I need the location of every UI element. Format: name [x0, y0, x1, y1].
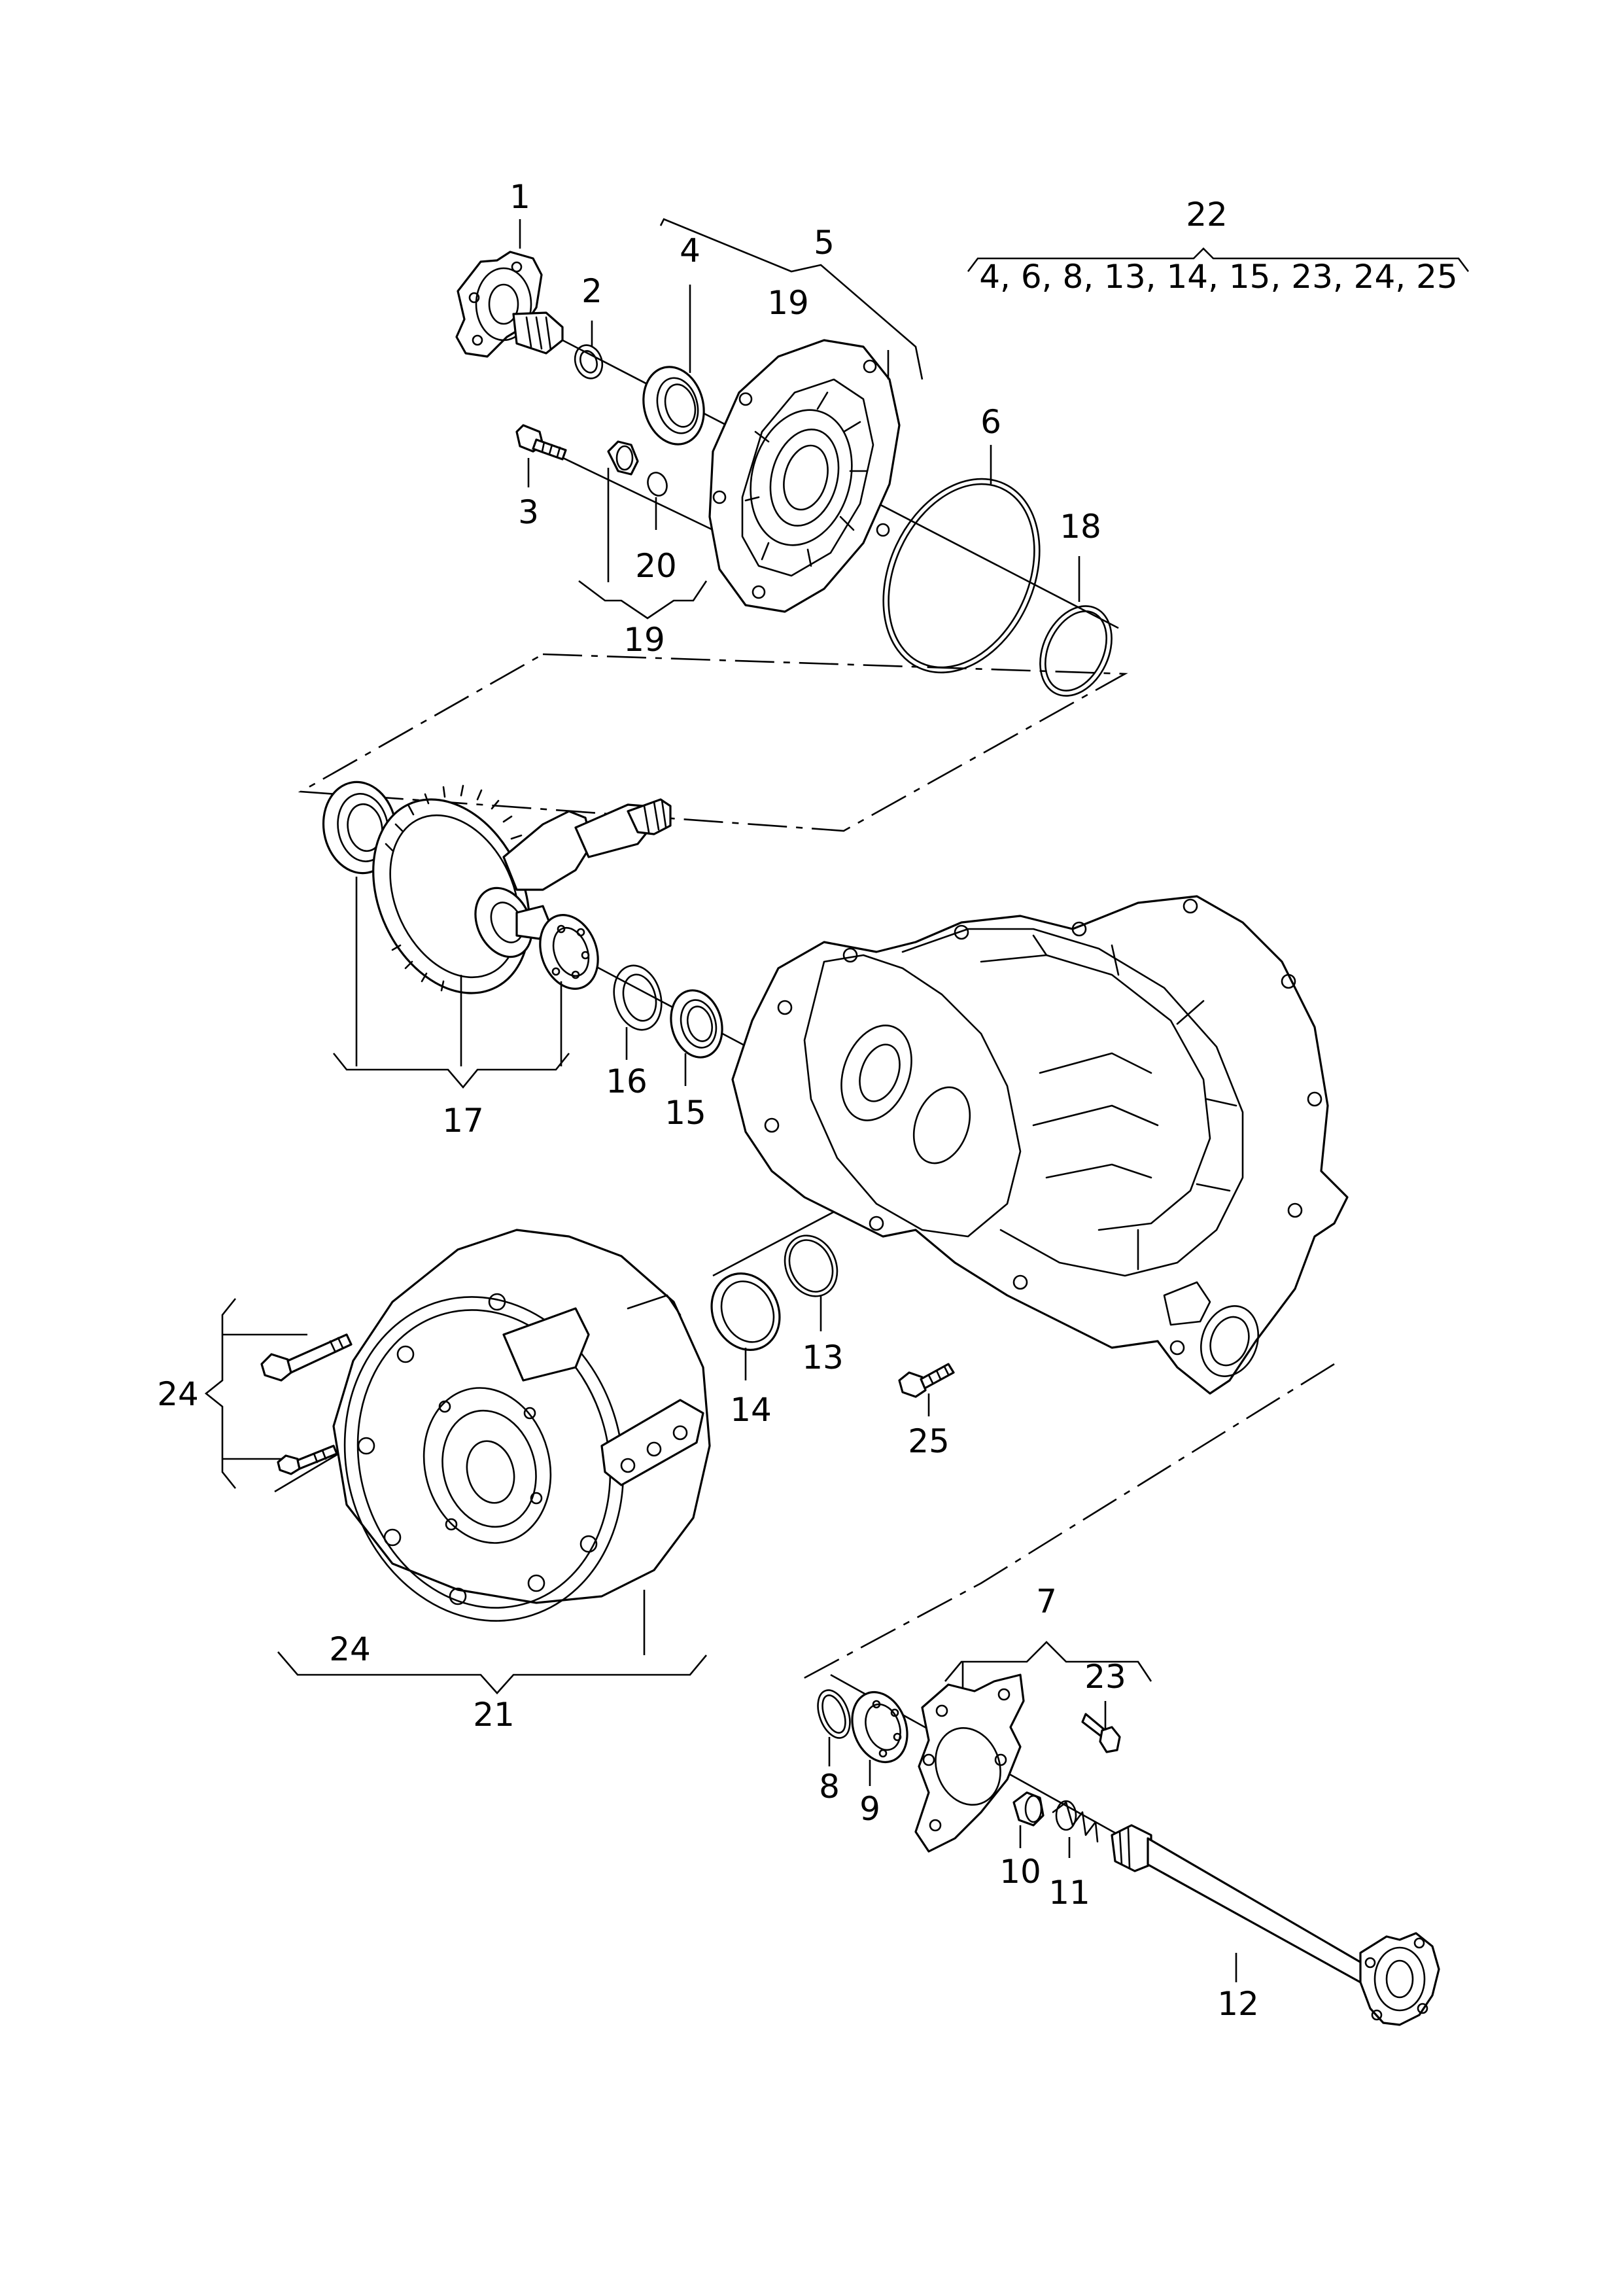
- label-17: 17: [442, 1102, 484, 1140]
- label-7: 7: [1036, 1583, 1057, 1621]
- part-12-drive-shaft: [1111, 1824, 1440, 2026]
- part-13-circlip: [784, 1235, 838, 1297]
- label-14: 14: [730, 1391, 772, 1429]
- label-4: 4: [680, 232, 700, 270]
- label-8: 8: [819, 1768, 840, 1806]
- group-frames: [298, 653, 1335, 1683]
- part-11-spring: [1052, 1800, 1099, 1843]
- part-24-bolts: [260, 1333, 353, 1475]
- part-25-bolt: [898, 1363, 955, 1398]
- part-3-bolt: [515, 424, 567, 461]
- label-18: 18: [1060, 508, 1101, 546]
- part-14-seal: [710, 1272, 781, 1351]
- label-23: 23: [1084, 1658, 1126, 1696]
- part-10-plug: [1012, 1791, 1045, 1827]
- label-10: 10: [999, 1853, 1041, 1891]
- label-24-bottom: 24: [329, 1630, 371, 1668]
- part-15-seal: [670, 989, 723, 1059]
- leader-lines: [204, 218, 1470, 1982]
- part-7-bearing-plate: [914, 1673, 1025, 1853]
- part-4-seal-ring: [642, 366, 705, 446]
- label-1: 1: [510, 178, 530, 216]
- part-20-plug-ring: [607, 440, 668, 497]
- part-18-circlip: [1039, 605, 1113, 697]
- part-1-flange-shaft: [455, 251, 564, 358]
- label-11: 11: [1048, 1874, 1090, 1912]
- label-3: 3: [518, 493, 539, 531]
- label-25: 25: [908, 1422, 950, 1460]
- label-21: 21: [473, 1696, 515, 1734]
- part-6-o-ring: [882, 478, 1041, 674]
- label-22: 22: [1186, 196, 1228, 234]
- label-24-left: 24: [157, 1375, 199, 1413]
- transmission-housing: [731, 895, 1349, 1395]
- label-19-upper: 19: [767, 284, 809, 322]
- part-19-drive-cover: [708, 339, 901, 613]
- part-23-bolt: [1081, 1713, 1121, 1753]
- part-16-shim: [613, 964, 663, 1031]
- label-13: 13: [802, 1339, 844, 1376]
- label-15: 15: [665, 1094, 706, 1132]
- label-2: 2: [581, 272, 602, 310]
- label-5: 5: [814, 224, 835, 262]
- label-16: 16: [606, 1062, 648, 1100]
- callout-labels: 1 2 3 4 5 19 6 18 20 19 22 4, 6, 8, 13, …: [157, 178, 1458, 2023]
- label-6: 6: [980, 403, 1001, 441]
- label-12: 12: [1217, 1985, 1259, 2023]
- part-8-circlip: [817, 1689, 851, 1739]
- part-2-circlip: [574, 344, 604, 379]
- label-19-lower: 19: [623, 621, 665, 659]
- label-20: 20: [635, 547, 677, 585]
- label-9: 9: [859, 1790, 880, 1828]
- label-22-list: 4, 6, 8, 13, 14, 15, 23, 24, 25: [979, 258, 1457, 296]
- part-9-bearing: [851, 1691, 908, 1764]
- part-17-differential: [322, 780, 672, 994]
- part-21-dual-clutch: [332, 1229, 711, 1622]
